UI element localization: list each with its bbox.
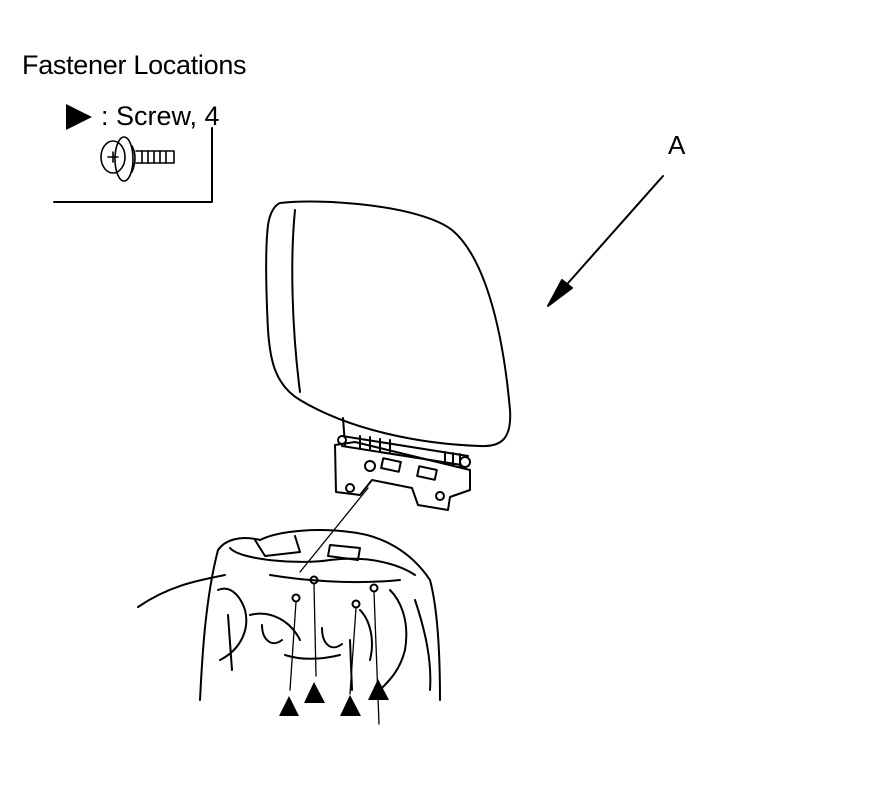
screw-marker-triangle-icon [304, 682, 325, 703]
callout-label-a: A [668, 130, 686, 160]
legend-screw-label: : Screw, 4 [101, 101, 220, 131]
diagram-title: Fastener Locations [22, 50, 247, 80]
legend-box [53, 127, 213, 203]
screw-marker-triangle-icon [340, 695, 361, 716]
screw-marker-triangle-icon [279, 696, 299, 716]
legend-triangle-icon [66, 104, 92, 130]
screw-icon [100, 136, 175, 182]
seat-back-frame [137, 529, 441, 701]
headrest-cushion [265, 200, 512, 448]
headrest-bracket [334, 441, 471, 511]
screw-hole [369, 583, 379, 593]
screw-marker-triangle-icon [368, 679, 389, 700]
screw-hole [351, 599, 361, 609]
screw-hole [291, 593, 301, 603]
headrest-hinge [337, 417, 471, 468]
view-arrow-a [547, 175, 664, 307]
screw-markers [279, 575, 389, 725]
